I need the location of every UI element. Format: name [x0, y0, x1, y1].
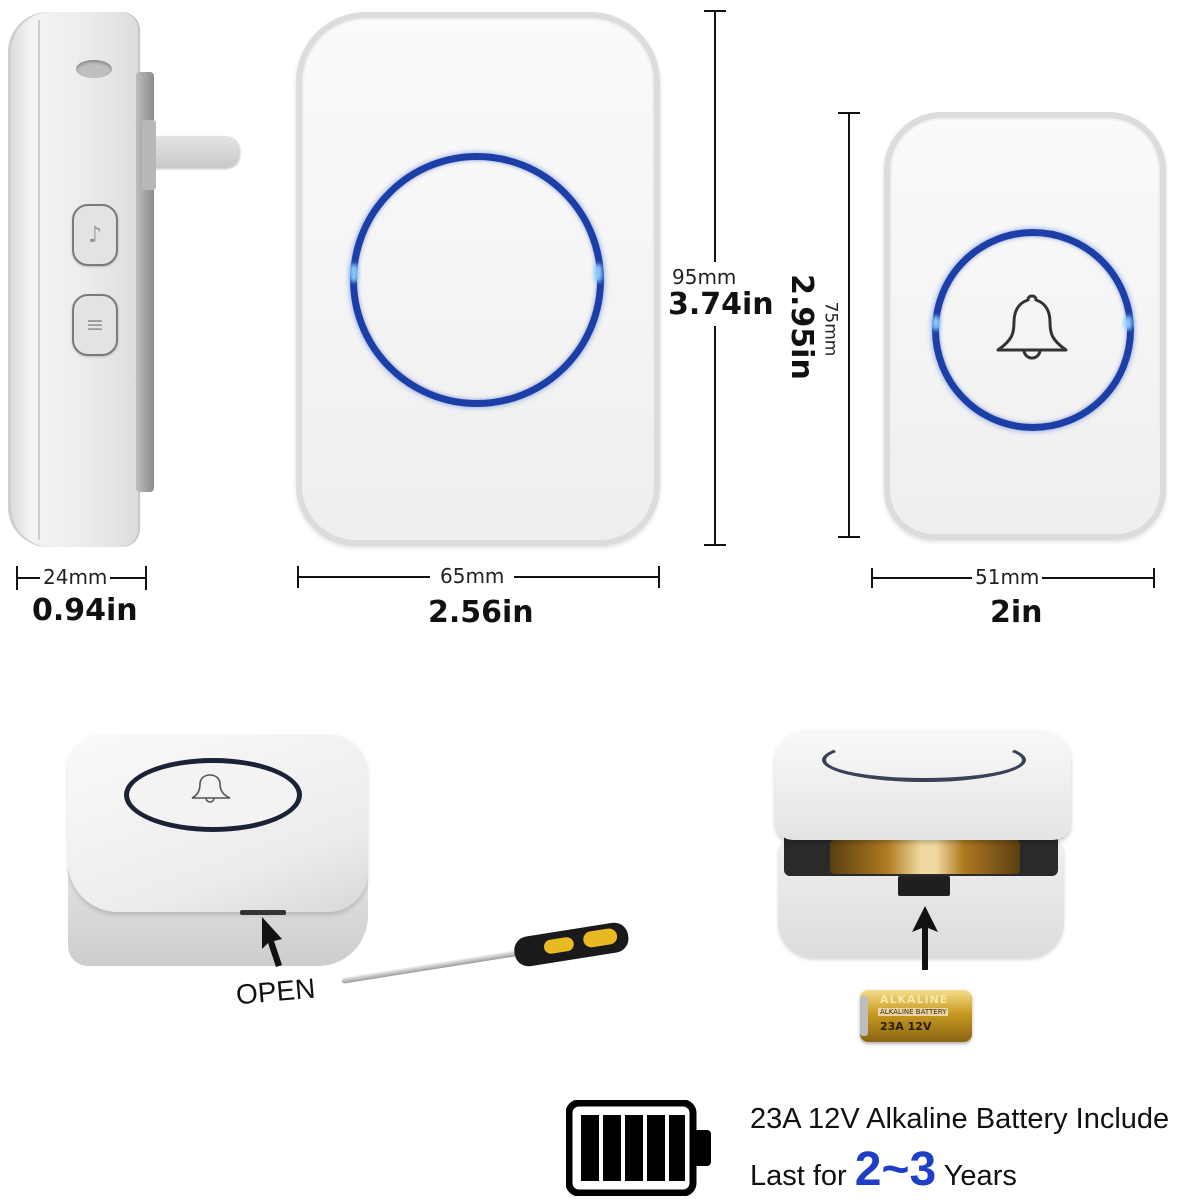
height-mm-label: 95mm	[666, 262, 743, 288]
button-height-mm-label: 75mm	[819, 298, 842, 360]
button-height-in-label: 2.95in	[783, 274, 819, 380]
led-glow-right-2	[1124, 316, 1132, 330]
bell-icon[interactable]	[994, 292, 1070, 364]
hang-hole	[76, 60, 112, 78]
volume-button[interactable]: ≡	[72, 294, 118, 356]
melody-button[interactable]: ♪	[72, 204, 118, 266]
battery-life-text: Last for 2~3 Years	[750, 1146, 1017, 1194]
receiver-side-view: ♪ ≡	[8, 12, 158, 552]
battery-23a: ALKALINE ALKALINE BATTERY 23A 12V	[860, 990, 972, 1042]
depth-mm-label: 24mm	[40, 566, 111, 588]
battery-life-suffix: Years	[943, 1160, 1017, 1192]
screwdriver-icon	[335, 893, 641, 999]
plug-prong	[154, 136, 240, 168]
battery-life-years: 2~3	[854, 1143, 937, 1196]
battery-included-text: 23A 12V Alkaline Battery Include	[750, 1103, 1170, 1135]
led-glow-left-2	[932, 316, 940, 330]
width-mm-label: 65mm	[430, 565, 515, 587]
closed-unit-ring	[124, 758, 302, 832]
open-slot[interactable]	[240, 910, 286, 915]
depth-in-label: 0.94in	[32, 593, 138, 628]
battery-label-2: ALKALINE BATTERY	[878, 1008, 949, 1016]
open-arrow-icon	[262, 917, 282, 967]
led-glow-left	[350, 264, 358, 282]
open-label: OPEN	[234, 972, 317, 1011]
width-in-label: 2.56in	[428, 595, 534, 630]
receiver-side-body	[8, 12, 140, 547]
installed-battery	[830, 840, 1020, 874]
transmitter-led-ring	[932, 229, 1134, 431]
small-bell-icon	[191, 774, 231, 803]
battery-life-prefix: Last for	[750, 1160, 847, 1192]
button-width-in-label: 2in	[990, 595, 1043, 630]
volume-icon: ≡	[85, 312, 105, 338]
battery-full-icon	[566, 1100, 711, 1196]
lid-ring	[822, 738, 1026, 782]
battery-label-1: ALKALINE	[880, 993, 949, 1006]
led-glow-right	[594, 264, 602, 282]
button-width-mm-label: 51mm	[972, 566, 1043, 588]
insert-arrow-icon	[912, 906, 938, 970]
receiver-led-ring	[350, 153, 604, 407]
height-in-label: 3.74in	[668, 288, 774, 326]
music-note-icon: ♪	[87, 222, 103, 248]
receiver-side-seam	[38, 20, 40, 540]
battery-label-3: 23A 12V	[880, 1020, 932, 1033]
plug-base	[142, 120, 156, 190]
battery-latch[interactable]	[898, 876, 950, 896]
